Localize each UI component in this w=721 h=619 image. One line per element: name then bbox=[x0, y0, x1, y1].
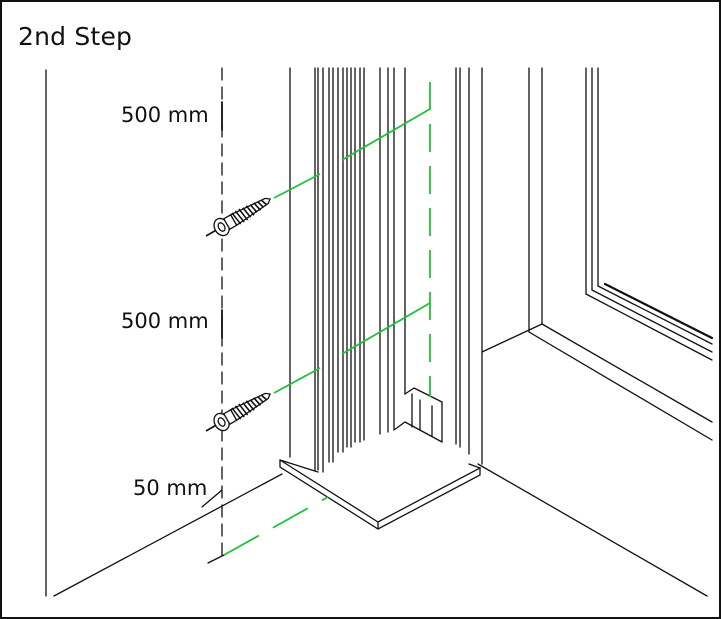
floor-line-right bbox=[477, 463, 708, 597]
step-title: 2nd Step bbox=[18, 22, 133, 51]
screw-icon bbox=[205, 197, 272, 237]
dimension-end-tick bbox=[207, 554, 225, 564]
floor-line-left bbox=[53, 473, 283, 597]
floor-plate bbox=[279, 459, 482, 523]
floor-back-line bbox=[481, 323, 543, 353]
guide-top-diagonal bbox=[341, 108, 431, 161]
guide-bottom bbox=[223, 496, 329, 556]
dimension-label-bottom: 50 mm bbox=[133, 476, 208, 500]
screw-icon bbox=[205, 392, 272, 432]
guide-top-to-screw bbox=[273, 173, 321, 199]
dimension-tick-bot bbox=[201, 489, 223, 508]
guide-mid-to-screw bbox=[273, 367, 321, 394]
dimension-label-top: 500 mm bbox=[121, 103, 209, 127]
guide-mid-diagonal bbox=[341, 302, 431, 355]
dimension-label-middle: 500 mm bbox=[121, 309, 209, 333]
